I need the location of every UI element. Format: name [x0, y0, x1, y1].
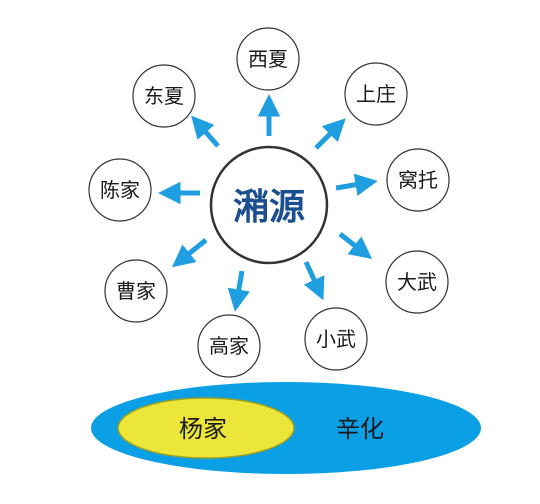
node-shangzhuang: 上庄 — [344, 62, 408, 126]
node-circle — [304, 307, 368, 371]
node-xiaowu: 小武 — [304, 307, 368, 371]
node-label: 大武 — [397, 270, 437, 294]
center-label: 潲源 — [233, 187, 305, 228]
node-chenjia: 陈家 — [88, 158, 152, 222]
node-caojia: 曹家 — [104, 259, 168, 323]
node-label: 东夏 — [144, 84, 184, 108]
arrow-to-xiaowu — [303, 260, 325, 301]
node-dawu: 大武 — [385, 250, 449, 314]
node-circle — [197, 314, 261, 378]
arrow-to-dawu — [338, 232, 373, 260]
base-group: 杨家 辛化 — [91, 382, 481, 474]
outer-ellipse-label: 辛化 — [336, 415, 384, 443]
arrow-to-shangzhuang — [314, 118, 346, 150]
node-label: 陈家 — [100, 178, 140, 202]
node-xixia: 西夏 — [236, 27, 300, 91]
node-circle — [104, 259, 168, 323]
node-circle — [386, 148, 450, 212]
arrows-group — [158, 94, 378, 312]
node-circle — [132, 64, 196, 128]
node-dongxia: 东夏 — [132, 64, 196, 128]
node-circle — [88, 158, 152, 222]
node-label: 小武 — [316, 327, 356, 351]
node-circle — [236, 27, 300, 91]
node-label: 西夏 — [248, 47, 288, 71]
node-label: 曹家 — [116, 279, 156, 303]
arrow-to-gaojia — [227, 270, 250, 312]
arrow-to-caojia — [171, 238, 208, 268]
inner-ellipse-label: 杨家 — [179, 415, 227, 443]
node-label: 窝托 — [398, 168, 438, 192]
inner-ellipse — [117, 397, 295, 459]
center-circle — [209, 145, 329, 265]
node-label: 上庄 — [356, 82, 396, 106]
node-gaojia: 高家 — [197, 314, 261, 378]
node-circle — [344, 62, 408, 126]
node-label: 高家 — [209, 334, 249, 358]
center-node: 潲源 — [209, 145, 329, 265]
arrow-to-dongxia — [191, 115, 220, 148]
node-circle — [385, 250, 449, 314]
arrow-to-wotuo — [335, 173, 378, 196]
node-wotuo: 窝托 — [386, 148, 450, 212]
